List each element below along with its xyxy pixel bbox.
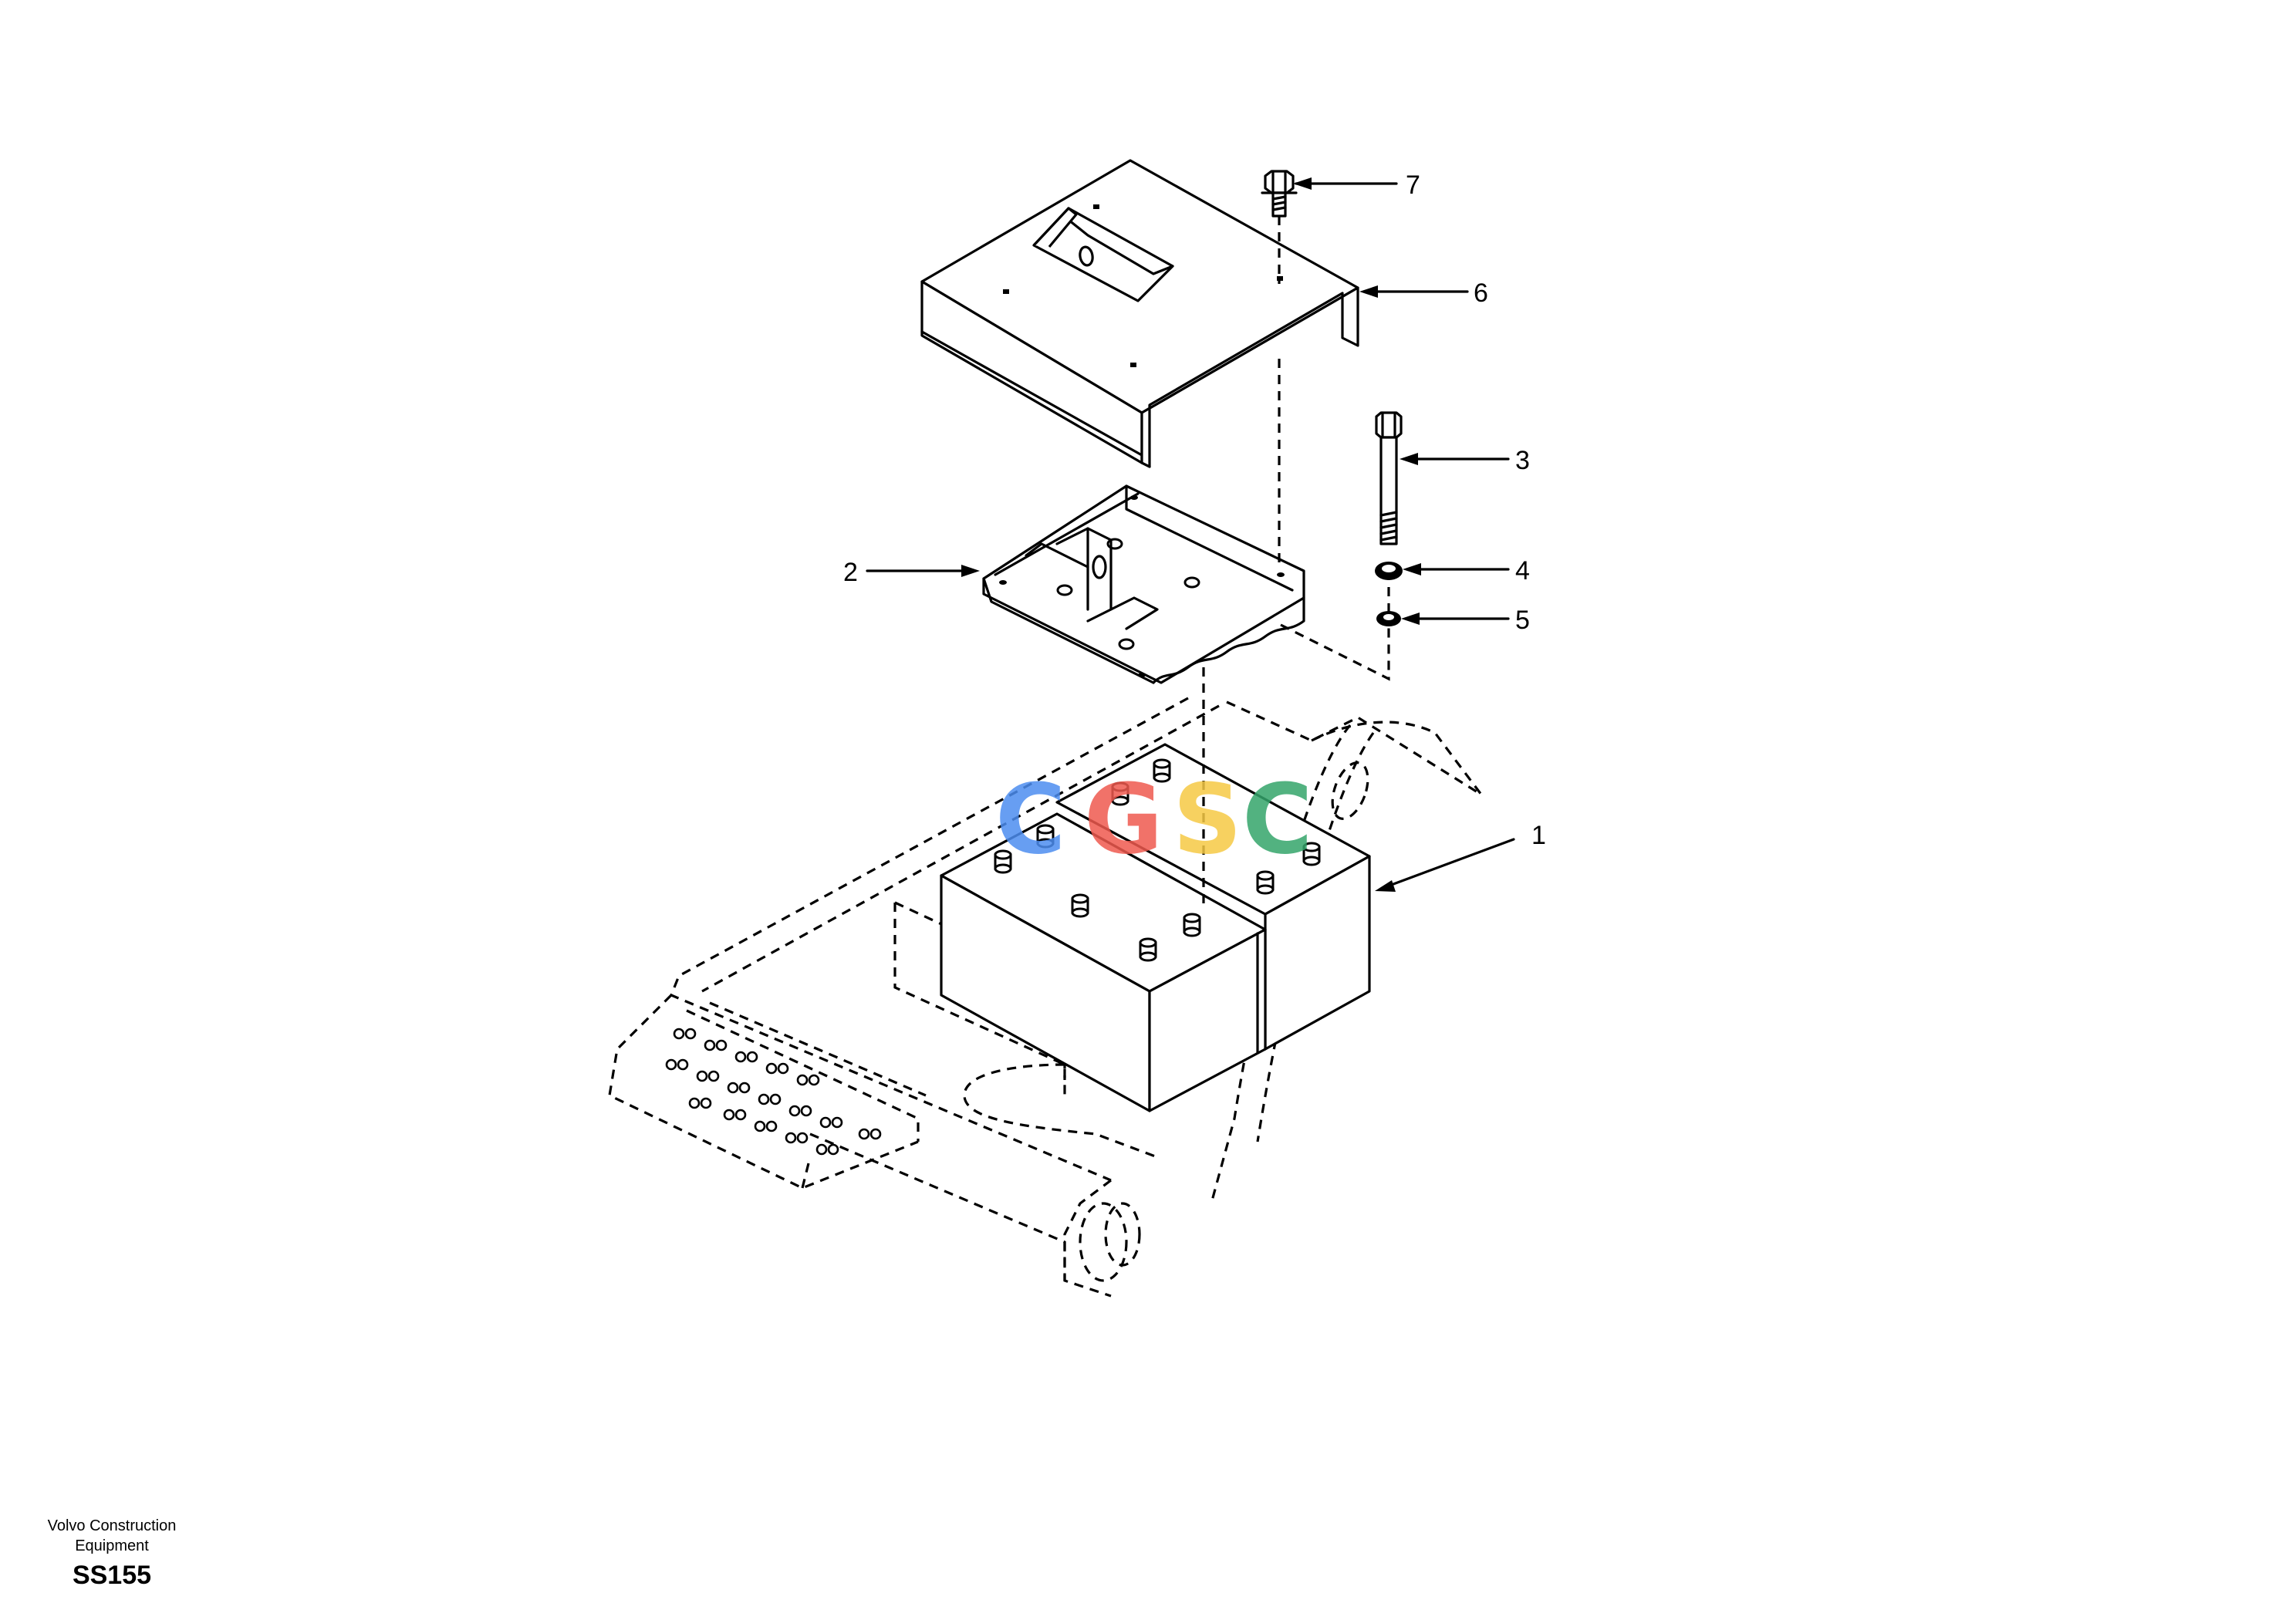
footplate-holes bbox=[665, 1028, 882, 1156]
nut-4 bbox=[1375, 562, 1403, 580]
watermark-letter-c: C bbox=[995, 764, 1066, 876]
watermark-letter-s: S bbox=[1173, 764, 1242, 876]
bolt-7 bbox=[1261, 170, 1298, 218]
battery-cover bbox=[920, 159, 1359, 468]
watermark-letter-g: G bbox=[1084, 764, 1163, 876]
watermark-letter-c2: C bbox=[1242, 764, 1313, 876]
drawing-footer: Volvo Construction Equipment SS155 bbox=[31, 1516, 193, 1591]
callout-6: 6 bbox=[1474, 278, 1488, 308]
callout-numbers: 7 6 3 4 5 2 1 bbox=[843, 170, 1546, 850]
callout-1: 1 bbox=[1531, 821, 1546, 850]
bolt-3 bbox=[1375, 411, 1403, 545]
callout-5: 5 bbox=[1515, 606, 1530, 635]
drawing-code: SS155 bbox=[72, 1561, 152, 1590]
batteries bbox=[940, 743, 1371, 1112]
callout-7: 7 bbox=[1406, 170, 1420, 200]
callout-2: 2 bbox=[843, 558, 858, 587]
battery-holder-bracket bbox=[982, 484, 1305, 684]
company-name: Volvo Construction Equipment bbox=[47, 1517, 177, 1554]
callout-leaders bbox=[866, 177, 1515, 892]
washer-5 bbox=[1376, 611, 1401, 626]
callout-4: 4 bbox=[1515, 556, 1530, 586]
assembly-lines bbox=[1202, 216, 1390, 910]
battery-terminals bbox=[994, 758, 1321, 962]
cgsc-watermark: C G S C bbox=[995, 764, 1313, 876]
callout-3: 3 bbox=[1515, 446, 1530, 475]
